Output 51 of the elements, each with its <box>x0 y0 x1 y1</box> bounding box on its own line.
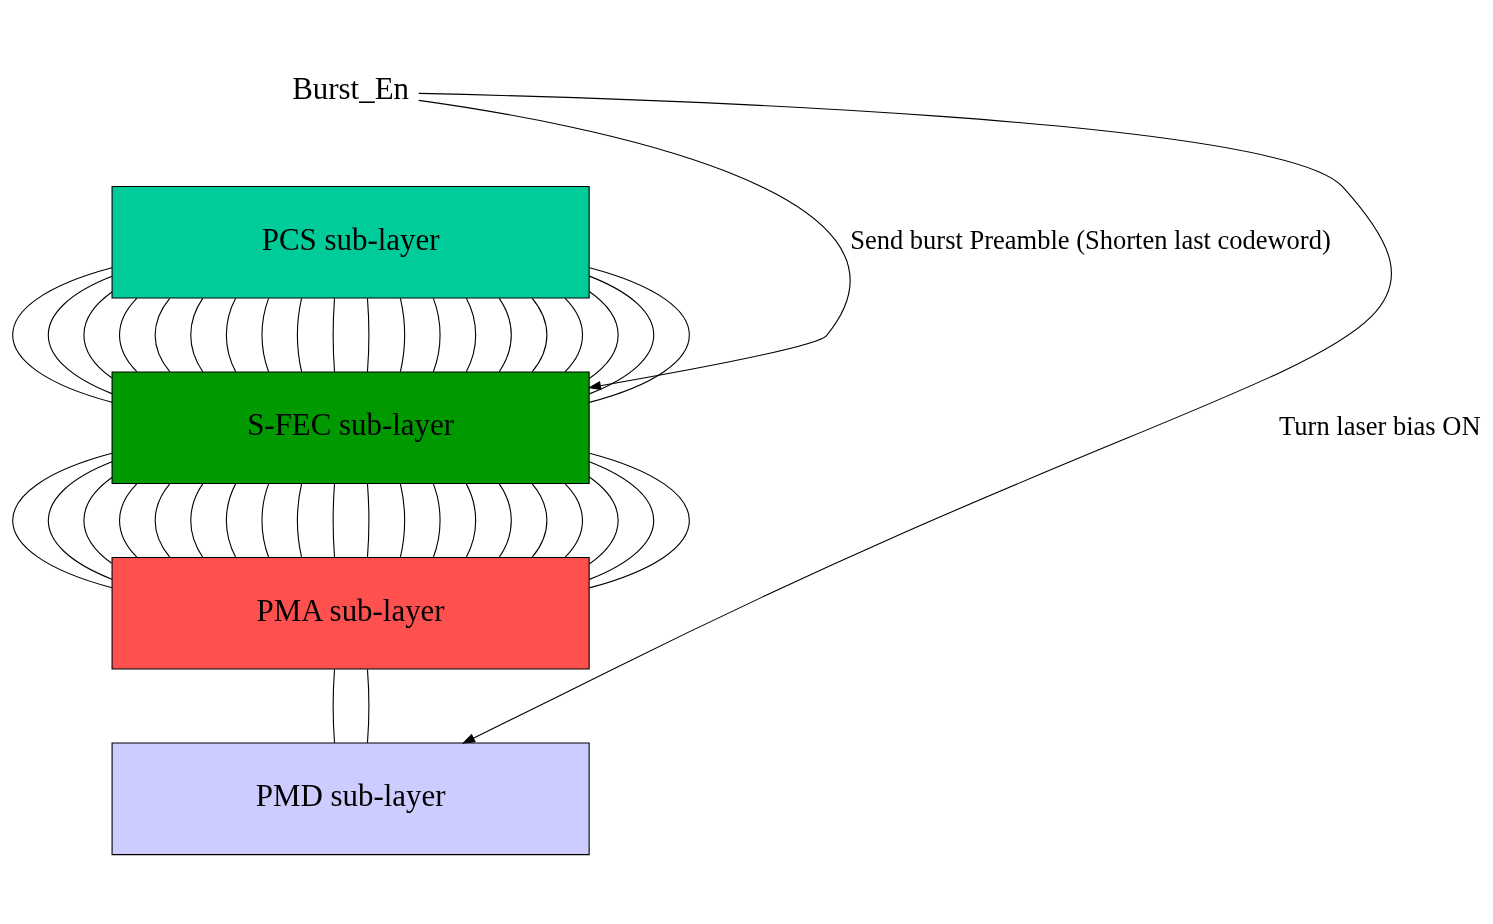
connector <box>498 297 512 373</box>
connector <box>332 297 336 373</box>
connector <box>83 476 113 564</box>
edge-label: Turn laser bias ON <box>1279 410 1481 441</box>
connector <box>297 483 303 558</box>
connector <box>588 476 619 565</box>
connector <box>399 297 405 373</box>
connector <box>119 483 138 558</box>
connector <box>332 668 336 744</box>
node-box: S-FEC sub-layer <box>111 371 590 485</box>
connector <box>531 483 548 558</box>
connector <box>47 461 113 580</box>
connector <box>564 297 584 373</box>
connector <box>531 297 548 373</box>
connector <box>432 483 441 558</box>
node-box: PCS sub-layer <box>111 185 590 299</box>
connector <box>588 461 655 580</box>
connector <box>83 291 113 379</box>
connector <box>154 483 171 558</box>
connector <box>588 275 655 395</box>
connector <box>465 297 477 373</box>
connector <box>297 297 303 373</box>
connector <box>366 668 370 744</box>
connector <box>498 483 512 558</box>
connector <box>399 483 405 558</box>
connector <box>190 297 204 373</box>
connector <box>190 483 204 558</box>
connector <box>366 297 370 373</box>
connector <box>432 297 441 373</box>
node-text: Burst_En <box>292 70 409 106</box>
connector <box>225 297 237 373</box>
connector <box>12 267 113 403</box>
connector <box>261 483 270 558</box>
connector <box>588 290 619 380</box>
connector <box>564 483 584 558</box>
edge-label: Send burst Preamble (Shorten last codeword) <box>850 225 1331 256</box>
connector <box>465 483 477 558</box>
connector <box>119 297 138 373</box>
connector <box>332 483 336 558</box>
connector <box>588 267 690 403</box>
connector <box>261 297 270 373</box>
connector <box>47 275 113 395</box>
arrow <box>418 99 850 391</box>
connector <box>366 483 370 558</box>
arrow <box>418 92 1391 744</box>
connector <box>154 297 171 373</box>
connector <box>588 452 690 589</box>
node-box: PMA sub-layer <box>111 556 590 670</box>
connector <box>12 452 113 589</box>
node-box: PMD sub-layer <box>111 742 590 856</box>
connector <box>225 483 237 558</box>
